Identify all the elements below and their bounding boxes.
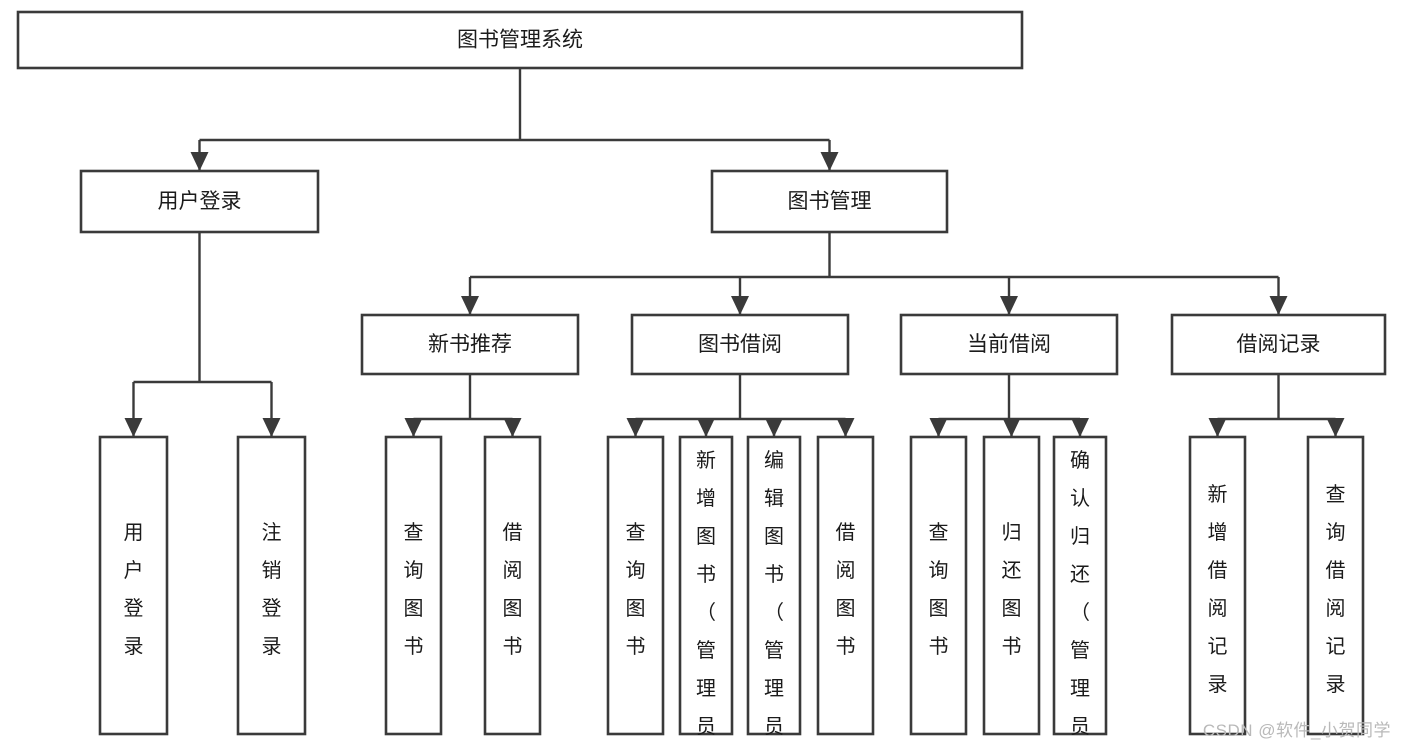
arrow-head-icon bbox=[697, 418, 715, 437]
node-label: 查询图书 bbox=[404, 521, 424, 658]
node-label: 借阅图书 bbox=[503, 521, 523, 658]
arrow-head-icon bbox=[1002, 418, 1021, 437]
node-box bbox=[816, 435, 875, 736]
arrow-head-icon bbox=[461, 296, 479, 315]
node-label: 借阅图书 bbox=[836, 521, 856, 658]
node-leaf-user-login[interactable]: 用户登录 bbox=[98, 435, 169, 736]
node-leaf-query-record[interactable]: 查询借阅记录 bbox=[1306, 435, 1365, 736]
node-label: 新增借阅记录 bbox=[1208, 483, 1228, 696]
arrow-head-icon bbox=[626, 418, 645, 437]
node-box bbox=[710, 169, 949, 234]
node-label: 查询图书 bbox=[929, 521, 949, 658]
node-root[interactable]: 图书管理系统 bbox=[16, 10, 1024, 70]
node-label: 确认归还（管理员） bbox=[1070, 449, 1090, 747]
arrow-head-icon bbox=[262, 418, 281, 437]
node-box bbox=[606, 435, 665, 736]
node-borrow-record[interactable]: 借阅记录 bbox=[1170, 313, 1387, 376]
node-label: 编辑图书（管理员） bbox=[764, 449, 784, 747]
node-box bbox=[98, 435, 169, 736]
connectors-layer bbox=[124, 68, 1345, 437]
arrow-head-icon bbox=[820, 152, 839, 171]
arrow-head-icon bbox=[404, 418, 423, 437]
node-label: 图书管理系统 bbox=[457, 29, 583, 52]
node-label: 新书推荐 bbox=[428, 333, 512, 356]
arrow-head-icon bbox=[190, 152, 209, 171]
node-leaf-borrow-book-2[interactable]: 借阅图书 bbox=[816, 435, 875, 736]
arrow-head-icon bbox=[503, 418, 522, 437]
nodes-layer: 图书管理系统用户登录图书管理新书推荐图书借阅当前借阅借阅记录用户登录注销登录查询… bbox=[16, 10, 1387, 747]
node-label: 查询借阅记录 bbox=[1326, 483, 1346, 696]
node-box bbox=[1170, 313, 1387, 376]
arrow-head-icon bbox=[1269, 296, 1288, 315]
node-box bbox=[79, 169, 320, 234]
node-label: 注销登录 bbox=[262, 521, 282, 658]
node-label: 新增图书（管理员） bbox=[696, 449, 716, 747]
arrow-head-icon bbox=[1326, 418, 1345, 437]
arrow-head-icon bbox=[1071, 418, 1089, 437]
arrow-head-icon bbox=[836, 418, 855, 437]
node-label: 查询图书 bbox=[626, 521, 646, 658]
node-box bbox=[678, 435, 734, 736]
node-box bbox=[630, 313, 850, 376]
node-box bbox=[1052, 435, 1108, 736]
node-book-borrow[interactable]: 图书借阅 bbox=[630, 313, 850, 376]
node-box bbox=[483, 435, 542, 736]
node-label: 图书借阅 bbox=[698, 333, 782, 356]
node-leaf-user-logout[interactable]: 注销登录 bbox=[236, 435, 307, 736]
arrow-head-icon bbox=[1000, 296, 1018, 315]
node-label: 归还图书 bbox=[1002, 521, 1022, 658]
arrow-head-icon bbox=[929, 418, 948, 437]
node-label: 用户登录 bbox=[124, 522, 144, 658]
node-leaf-query-book-2[interactable]: 查询图书 bbox=[606, 435, 665, 736]
node-box bbox=[899, 313, 1119, 376]
node-user-login[interactable]: 用户登录 bbox=[79, 169, 320, 234]
node-box bbox=[236, 435, 307, 736]
node-box bbox=[16, 10, 1024, 70]
node-label: 当前借阅 bbox=[967, 333, 1051, 356]
arrow-head-icon bbox=[124, 418, 143, 437]
arrow-head-icon bbox=[1208, 418, 1227, 437]
node-new-book-rec[interactable]: 新书推荐 bbox=[360, 313, 580, 376]
node-label: 用户登录 bbox=[158, 190, 242, 213]
node-box bbox=[384, 435, 443, 736]
node-box bbox=[909, 435, 968, 736]
node-leaf-query-book-1[interactable]: 查询图书 bbox=[384, 435, 443, 736]
node-current-borrow[interactable]: 当前借阅 bbox=[899, 313, 1119, 376]
watermark-text: CSDN @软件_小贺同学 bbox=[1202, 721, 1391, 740]
node-leaf-add-book[interactable]: 新增图书（管理员） bbox=[678, 435, 734, 747]
arrow-head-icon bbox=[731, 296, 749, 315]
node-leaf-query-book-3[interactable]: 查询图书 bbox=[909, 435, 968, 736]
node-box bbox=[746, 435, 802, 736]
arrow-head-icon bbox=[765, 418, 783, 437]
node-box bbox=[1306, 435, 1365, 736]
node-book-manage[interactable]: 图书管理 bbox=[710, 169, 949, 234]
node-box bbox=[360, 313, 580, 376]
node-leaf-add-record[interactable]: 新增借阅记录 bbox=[1188, 435, 1247, 736]
node-leaf-borrow-book-1[interactable]: 借阅图书 bbox=[483, 435, 542, 736]
node-box bbox=[982, 435, 1041, 736]
node-label: 借阅记录 bbox=[1237, 333, 1321, 356]
node-label: 图书管理 bbox=[788, 190, 872, 213]
node-leaf-return-book[interactable]: 归还图书 bbox=[982, 435, 1041, 736]
node-leaf-edit-book[interactable]: 编辑图书（管理员） bbox=[746, 435, 802, 747]
node-box bbox=[1188, 435, 1247, 736]
node-leaf-confirm-return[interactable]: 确认归还（管理员） bbox=[1052, 435, 1108, 747]
